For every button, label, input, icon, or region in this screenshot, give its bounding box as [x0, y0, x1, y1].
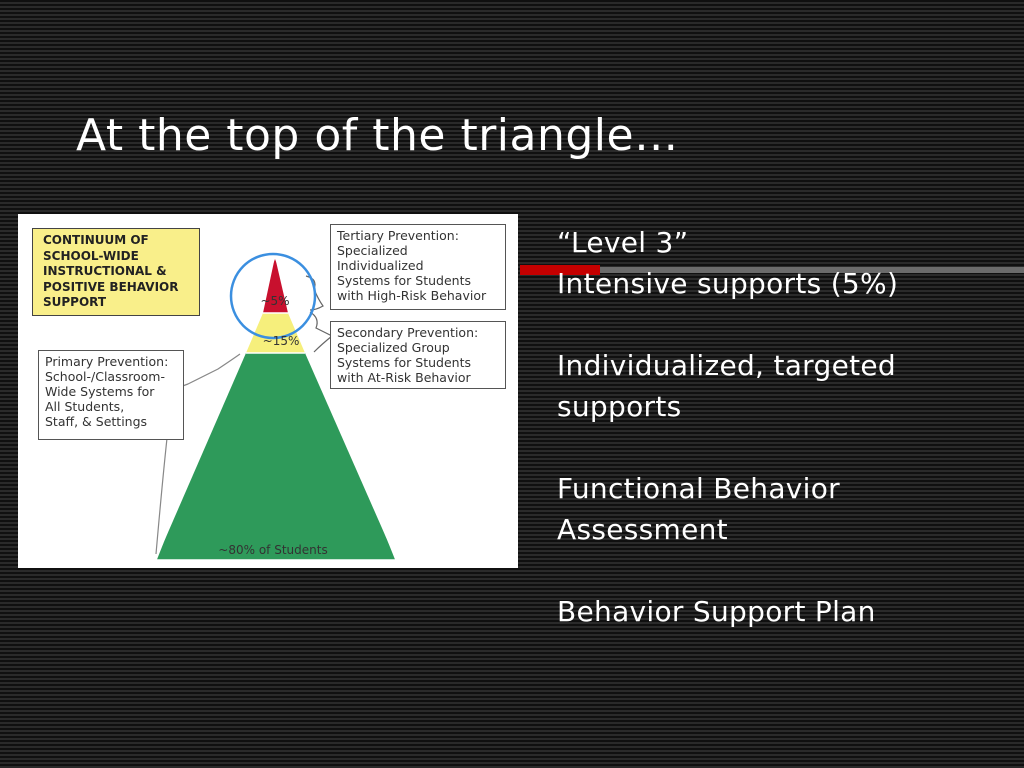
accent-divider-gray [600, 267, 1024, 273]
pbs-triangle-figure: CONTINUUM OF SCHOOL-WIDE INSTRUCTIONAL &… [18, 214, 518, 568]
accent-divider [520, 265, 1024, 275]
triangle-graphic [154, 252, 398, 561]
triangle-outline [154, 256, 398, 561]
tier-tertiary-label: ~5% [260, 294, 290, 308]
secondary-brace [309, 311, 334, 353]
continuum-heading-box: CONTINUUM OF SCHOOL-WIDE INSTRUCTIONAL &… [32, 228, 200, 316]
content-item-level-3: “Level 3” Intensive supports (5%) [557, 226, 899, 300]
tier-secondary-label: ~15% [262, 334, 300, 348]
slide-title: At the top of the triangle… [76, 110, 679, 161]
content-item-fba: Functional Behavior Assessment [557, 472, 840, 546]
tier-primary-shape [156, 353, 396, 560]
tertiary-brace [305, 275, 324, 311]
tier-tertiary-shape [263, 257, 288, 313]
primary-prevention-box: Primary Prevention: School-/Classroom- W… [38, 350, 184, 440]
highlight-circle [229, 252, 317, 340]
content-item-bsp: Behavior Support Plan [557, 595, 876, 628]
tertiary-prevention-box: Tertiary Prevention: Specialized Individ… [330, 224, 506, 310]
tier-secondary-shape [246, 313, 305, 353]
tier-primary-label: ~80% of Students [218, 543, 328, 557]
level-3-description: “Level 3” Intensive supports (5%) Indivi… [557, 222, 1017, 632]
content-item-individualized: Individualized, targeted supports [557, 349, 896, 423]
secondary-prevention-box: Secondary Prevention: Specialized Group … [330, 321, 506, 389]
accent-divider-red [520, 265, 600, 275]
